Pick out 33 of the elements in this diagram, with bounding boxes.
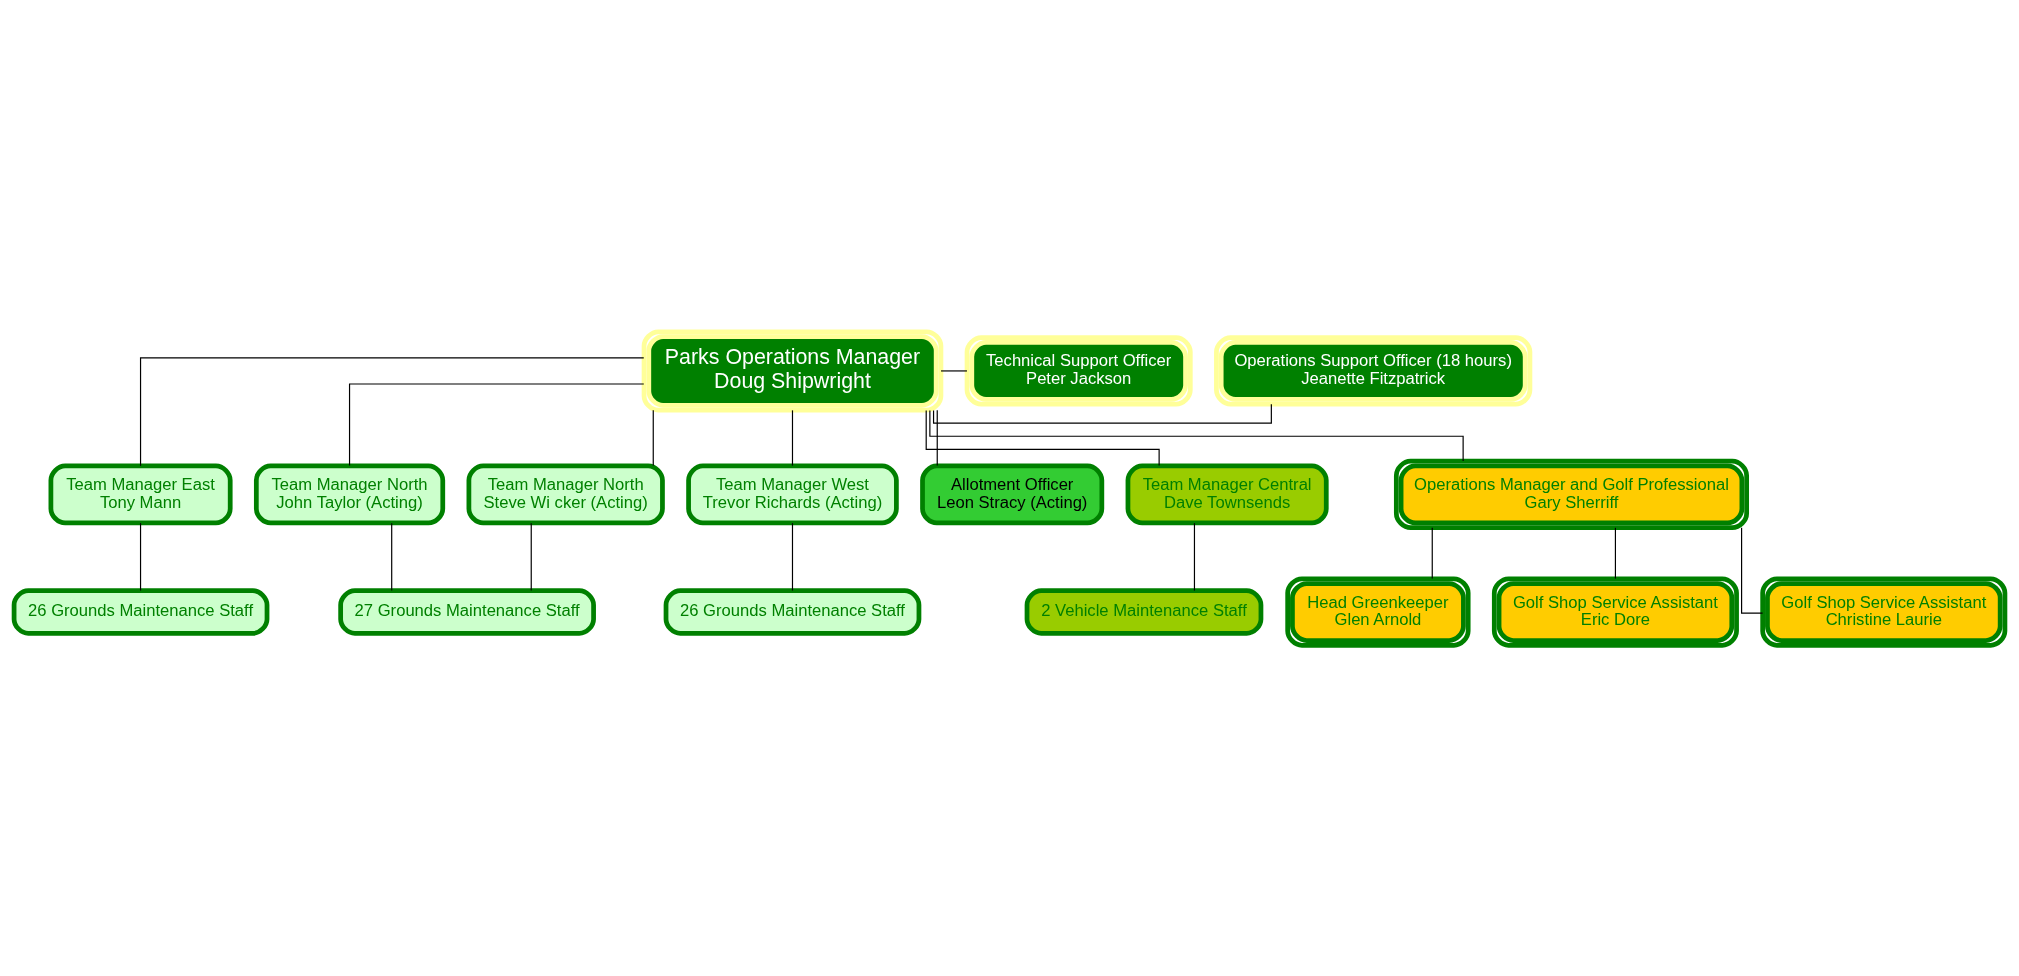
connector: [929, 409, 1464, 462]
node-box: 26 Grounds Maintenance Staff: [663, 587, 922, 636]
connector: [652, 409, 654, 466]
node-box: Head Greenkeeper Glen Arnold: [1285, 575, 1471, 648]
connector: [1193, 522, 1196, 591]
node-box: Team Manager Central Dave Townsends: [1125, 463, 1329, 525]
node-box: Operations Manager and Golf Professional Gary Sherriff: [1393, 458, 1749, 530]
node-box: Golf Shop Service Assistant Eric Dore: [1491, 575, 1739, 648]
connector: [791, 522, 794, 591]
node-box: Team Manager West Trevor Richards (Acting): [686, 463, 899, 525]
connector: [936, 409, 938, 466]
connector: [1614, 526, 1616, 579]
connector: [139, 356, 645, 466]
node-box: Golf Shop Service Assistant Christine Laurie: [1760, 575, 2008, 648]
node-box: Operations Support Officer (18 hours) Jeanette Fitzpatrick: [1214, 334, 1533, 407]
node-box: 2 Vehicle Maintenance Staff: [1024, 587, 1264, 636]
connector: [925, 409, 1160, 466]
connector: [1431, 526, 1433, 579]
node-box: 26 Grounds Maintenance Staff: [11, 587, 270, 636]
node-box: Parks Operations Manager Doug Shipwright: [641, 328, 944, 412]
node-box: Allotment Officer Leon Stracy (Acting): [920, 463, 1105, 525]
node-box: 27 Grounds Maintenance Staff: [338, 587, 596, 636]
node-box: Team Manager North Steve Wi cker (Acting): [466, 463, 665, 525]
node-box: Team Manager East Tony Mann: [48, 463, 233, 525]
connector: [530, 522, 532, 591]
connector: [932, 403, 1272, 424]
node-box: Team Manager North John Taylor (Acting): [253, 463, 446, 525]
node-box: Technical Support Officer Peter Jackson: [964, 334, 1193, 407]
connector: [348, 382, 645, 466]
connector: [791, 409, 794, 466]
connector: [391, 522, 393, 591]
connector: [940, 369, 968, 372]
connector: [139, 522, 142, 591]
